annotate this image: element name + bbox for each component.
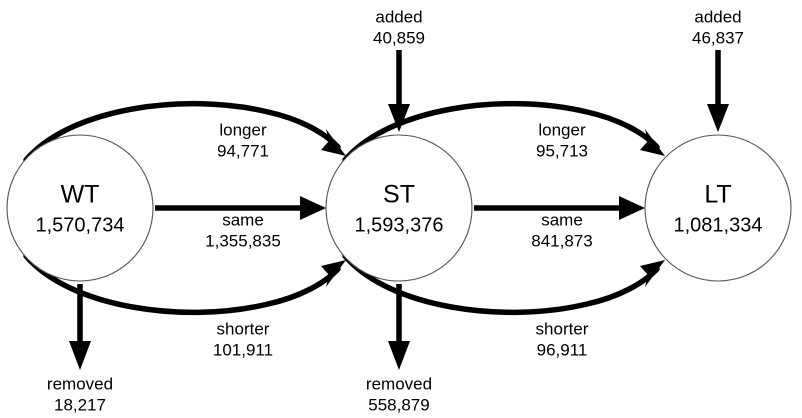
inflow-label-st-added-value: 40,859	[373, 28, 425, 47]
edge-st-lt-shorter-path	[342, 253, 660, 316]
node-st-count: 1,593,376	[355, 214, 444, 236]
outflow-arrow-st-removed	[388, 284, 410, 370]
edge-label-wt-st-shorter: shorter 101,911	[213, 319, 273, 359]
node-lt-count: 1,081,334	[674, 214, 763, 236]
node-lt-label: LT	[704, 181, 731, 209]
outflow-label-st-removed-text: removed	[366, 374, 432, 393]
node-st-circle[interactable]	[325, 134, 473, 282]
inflow-arrow-st-added	[388, 50, 410, 132]
inflow-lt-added-arrowhead	[707, 104, 729, 132]
node-wt[interactable]: WT 1,570,734	[6, 134, 154, 282]
edge-label-st-lt-same: same 841,873	[531, 210, 592, 250]
edge-label-wt-st-longer: longer 94,771	[217, 120, 269, 160]
edge-st-lt-shorter-arrowhead	[640, 260, 665, 287]
outflow-label-st-removed-value: 558,879	[368, 395, 429, 414]
edge-wt-st-same	[155, 196, 326, 220]
edge-label-wt-st-same: same 1,355,835	[205, 210, 281, 250]
edge-wt-st-longer-path	[23, 100, 341, 163]
outflow-label-wt-removed-text: removed	[47, 374, 113, 393]
edge-label-wt-st-longer-value: 94,771	[217, 141, 269, 160]
edge-label-wt-st-shorter-text: shorter	[217, 319, 270, 338]
node-wt-circle[interactable]	[6, 134, 154, 282]
outflow-label-wt-removed: removed 18,217	[47, 374, 113, 414]
outflow-label-wt-removed-value: 18,217	[54, 395, 106, 414]
edge-wt-st-shorter-arrowhead	[321, 260, 346, 287]
inflow-label-lt-added-text: added	[694, 7, 741, 26]
edge-label-st-lt-longer-value: 95,713	[536, 141, 588, 160]
edge-wt-st-longer	[23, 100, 346, 163]
edge-wt-st-shorter-path	[23, 253, 341, 316]
edge-label-st-lt-longer: longer 95,713	[536, 120, 588, 160]
inflow-st-added-arrowhead	[388, 104, 410, 132]
edge-st-lt-shorter	[342, 253, 665, 316]
outflow-st-removed-arrowhead	[388, 341, 410, 370]
outflow-wt-removed-arrowhead	[69, 341, 91, 370]
inflow-label-lt-added-value: 46,837	[692, 28, 744, 47]
node-st-label: ST	[383, 181, 415, 209]
edge-wt-st-same-arrowhead	[300, 196, 326, 220]
edge-label-wt-st-same-text: same	[222, 210, 264, 229]
outflow-label-st-removed: removed 558,879	[366, 374, 432, 414]
edge-st-lt-same-arrowhead	[619, 196, 645, 220]
edge-label-st-lt-shorter-text: shorter	[536, 319, 589, 338]
node-wt-label: WT	[61, 181, 100, 209]
node-st[interactable]: ST 1,593,376	[325, 134, 473, 282]
edge-st-lt-longer	[342, 100, 665, 163]
node-lt[interactable]: LT 1,081,334	[644, 134, 792, 282]
edge-label-st-lt-same-text: same	[541, 210, 583, 229]
edge-label-st-lt-shorter-value: 96,911	[537, 340, 588, 359]
edge-label-st-lt-longer-text: longer	[538, 120, 586, 139]
edge-st-lt-longer-path	[342, 100, 660, 163]
edge-st-lt-same	[474, 196, 645, 220]
outflow-arrow-wt-removed	[69, 284, 91, 370]
inflow-label-st-added: added 40,859	[373, 7, 425, 47]
edge-label-wt-st-longer-text: longer	[219, 120, 267, 139]
edge-label-wt-st-same-value: 1,355,835	[205, 231, 281, 250]
node-lt-circle[interactable]	[644, 134, 792, 282]
edge-label-wt-st-shorter-value: 101,911	[213, 340, 273, 359]
inflow-label-st-added-text: added	[375, 7, 422, 26]
inflow-arrow-lt-added	[707, 50, 729, 132]
edge-st-lt-longer-arrowhead	[640, 129, 665, 156]
node-wt-count: 1,570,734	[36, 214, 125, 236]
edge-wt-st-shorter	[23, 253, 346, 316]
edge-wt-st-longer-arrowhead	[321, 129, 346, 156]
inflow-label-lt-added: added 46,837	[692, 7, 744, 47]
edge-label-st-lt-same-value: 841,873	[531, 231, 592, 250]
edge-label-st-lt-shorter: shorter 96,911	[536, 319, 589, 359]
